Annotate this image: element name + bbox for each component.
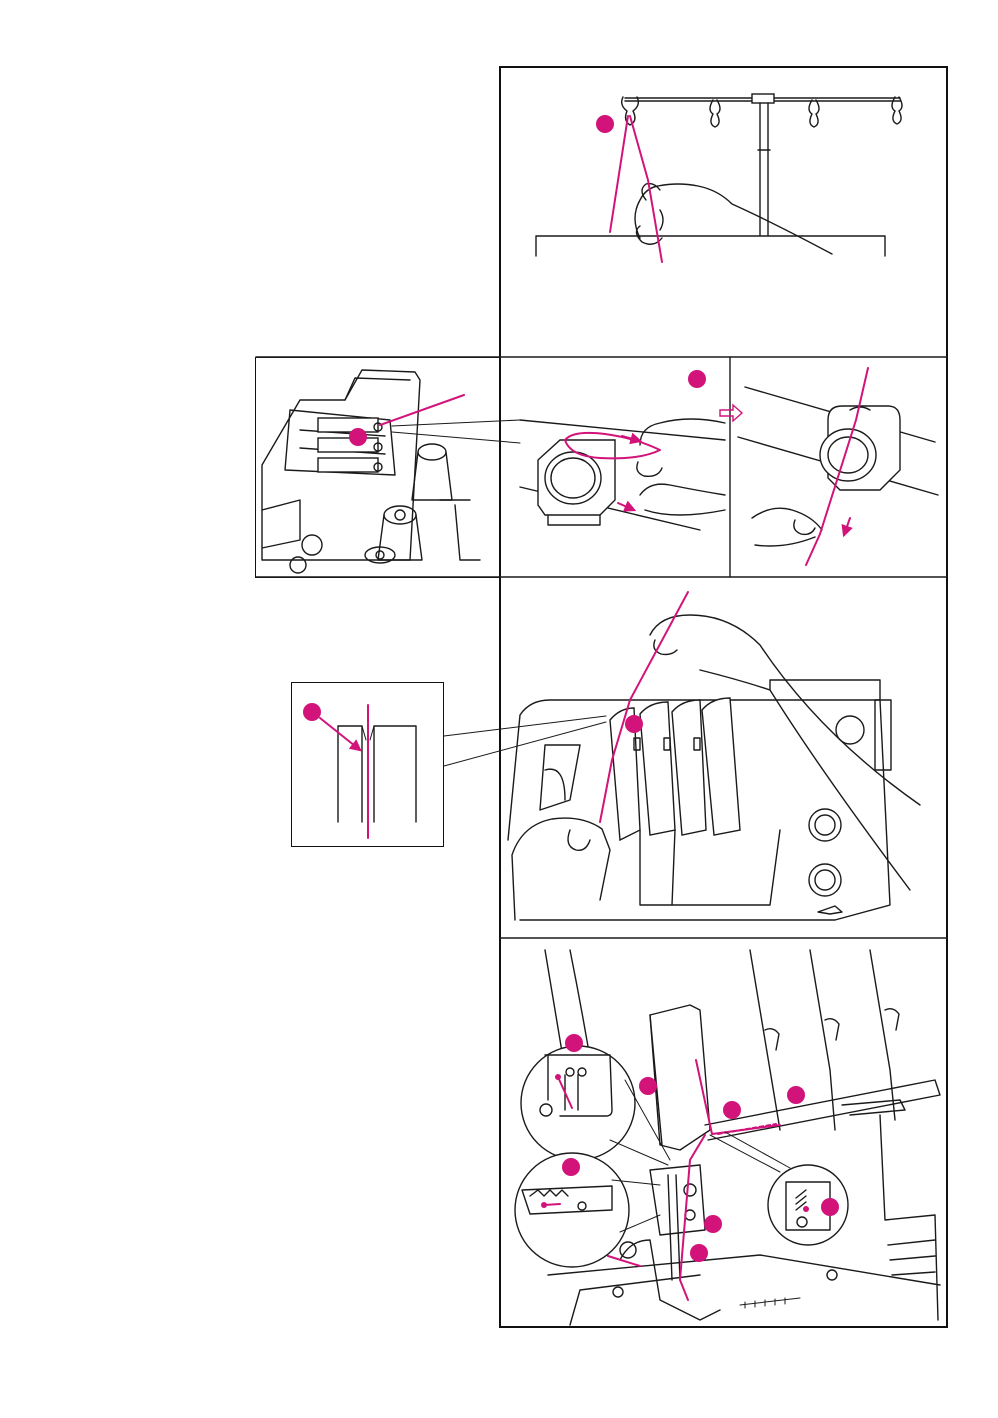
magnifier-needle-eye	[710, 1132, 848, 1245]
stitch-dial-icon	[809, 809, 841, 841]
step-marker-2	[349, 428, 367, 446]
figure-thread-pull	[720, 368, 938, 565]
step-marker-7	[562, 1158, 580, 1176]
step-marker-11	[787, 1086, 805, 1104]
step-marker-10	[723, 1101, 741, 1119]
step-marker-3	[688, 370, 706, 388]
figure-needle-area	[515, 950, 940, 1325]
magnifier-thread-cutter	[515, 1153, 660, 1267]
figure-front-cover	[508, 592, 920, 920]
magnifier-needle-guide	[521, 1034, 670, 1165]
step-marker-6	[565, 1034, 583, 1052]
step-marker-5	[625, 715, 643, 733]
next-step-arrow-icon	[720, 405, 742, 421]
differential-dial-icon	[809, 864, 841, 896]
step-marker-12	[704, 1215, 722, 1233]
figure-thread-stand	[536, 94, 902, 262]
step-marker-1	[596, 115, 614, 133]
figure-tension-dial	[520, 370, 725, 530]
step-marker-8	[821, 1198, 839, 1216]
step-marker-13	[690, 1244, 708, 1262]
step-marker-4	[303, 703, 321, 721]
step-marker-9	[639, 1077, 657, 1095]
figure-tension-overview	[262, 370, 520, 573]
